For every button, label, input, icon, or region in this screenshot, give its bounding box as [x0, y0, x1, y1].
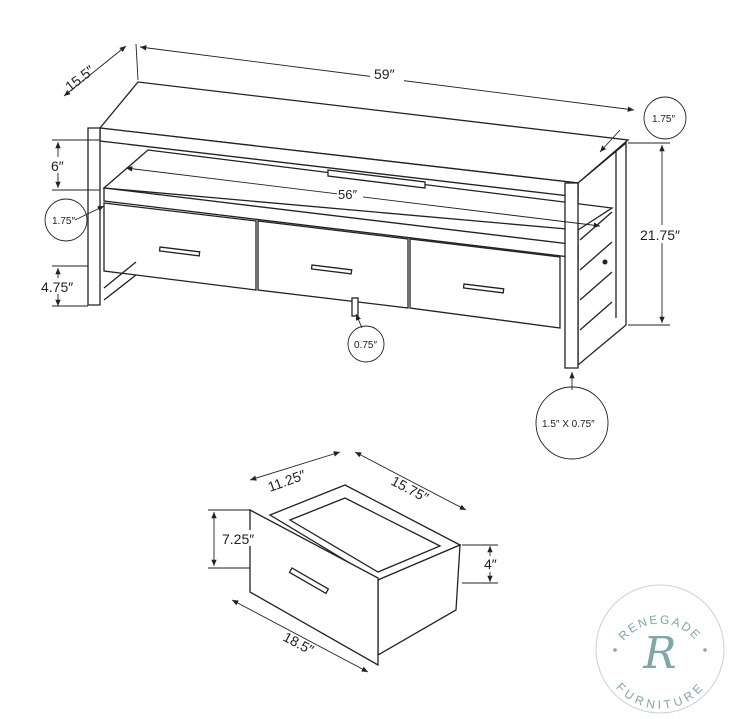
label-width: 59″: [374, 66, 395, 82]
right-leg: [564, 182, 579, 369]
callout-circle: [643, 96, 687, 140]
drawer-interior: [288, 497, 442, 573]
drawer-handle: [158, 246, 201, 257]
drawer-handle: [288, 567, 330, 595]
label-shelf-height: 6″: [51, 158, 64, 174]
drawer-detail: 7.25″ 11.25″ 15.75″ 4″ 18.5″: [208, 451, 500, 673]
label-height: 21.75″: [640, 227, 680, 243]
label-drawer-width: 18.5″: [281, 629, 317, 658]
callout-circle: [44, 198, 88, 242]
renegade-furniture-logo: RENEGADE FURNITURE R: [595, 584, 725, 714]
callout-circle: [535, 386, 609, 460]
cable-hole: [602, 259, 608, 265]
label-depth: 15.5″: [62, 62, 97, 94]
label-inner-width: 56″: [338, 187, 357, 202]
drawer-middle: [257, 220, 409, 309]
center-leg: [351, 297, 359, 317]
label-clearance: 4.75″: [41, 279, 73, 295]
label-leg-thickness: 1.75″: [652, 114, 675, 125]
label-drawer-depth: 11.25″: [266, 466, 308, 494]
label-drawer-gap: 0.75″: [354, 340, 377, 351]
callout-circle: [347, 325, 385, 363]
label-drawer-length: 15.75″: [389, 473, 432, 506]
drawer-handle: [310, 264, 353, 275]
drawer-right: [409, 238, 561, 329]
label-drawer-front-height: 7.25″: [222, 531, 254, 547]
left-leg: [87, 127, 101, 306]
label-leg-profile: 1.5″ X 0.75″: [542, 419, 595, 430]
drawer-handle: [462, 283, 505, 294]
tv-stand: [87, 81, 630, 369]
logo-monogram: R: [642, 628, 676, 679]
label-drawer-inner-height: 4″: [484, 556, 497, 572]
label-shelf-thickness: 1.75″: [52, 216, 75, 227]
